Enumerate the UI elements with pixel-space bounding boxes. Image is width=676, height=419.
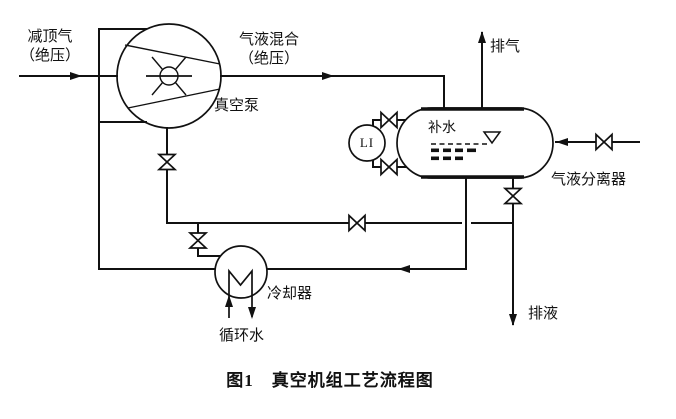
level-indicator-symbol bbox=[348, 124, 386, 162]
cooler-feed-valve-icon bbox=[187, 232, 209, 249]
figure-caption: 图1 真空机组工艺流程图 bbox=[226, 371, 434, 390]
vacuum-pump-label: 真空泵 bbox=[214, 98, 260, 114]
feed-label: 减顶气 （绝压） bbox=[10, 28, 90, 66]
cooling-water-label: 循环水 bbox=[219, 328, 265, 344]
to-cooler-arrow-icon bbox=[398, 265, 410, 273]
makeup-water-label: 补水 bbox=[428, 121, 456, 136]
vacuum-pump-symbol bbox=[116, 23, 222, 129]
vent-arrow-icon bbox=[478, 31, 486, 43]
separator-inlet-valve-icon bbox=[595, 132, 613, 152]
outlet-arrow-icon bbox=[322, 72, 334, 80]
li-bottom-valve-icon bbox=[380, 157, 398, 177]
cooler-feed-pipe bbox=[197, 222, 221, 257]
feed-label-line2: （绝压） bbox=[19, 48, 80, 64]
separator-drain-valve-icon bbox=[502, 187, 524, 205]
vent-label: 排气 bbox=[490, 39, 521, 55]
cw-out-arrow-icon bbox=[248, 307, 256, 319]
flow-arrows bbox=[70, 31, 568, 326]
valves bbox=[156, 110, 613, 249]
drain-header-valve-icon bbox=[348, 213, 366, 233]
feed-arrow-icon bbox=[70, 72, 82, 80]
separator-vessel-symbol bbox=[396, 107, 554, 179]
li-top-valve-icon bbox=[380, 110, 398, 130]
sparger-dashes bbox=[431, 148, 476, 161]
pump-outlet-label-line2: （绝压） bbox=[238, 51, 299, 67]
pump-outlet-label-line1: 气液混合 bbox=[238, 32, 299, 48]
cooler-symbol bbox=[214, 245, 268, 318]
separator-label: 气液分离器 bbox=[551, 172, 627, 188]
pump-drain-valve-icon bbox=[156, 153, 178, 171]
feed-label-line1: 减顶气 bbox=[27, 29, 73, 45]
cw-in-arrow-icon bbox=[225, 295, 233, 307]
seal-water-return-pipe bbox=[98, 28, 216, 270]
liquid-level-mark-icon bbox=[431, 131, 502, 145]
level-indicator-label: LI bbox=[359, 135, 375, 150]
drain-label: 排液 bbox=[528, 306, 559, 322]
drain-arrow-icon bbox=[509, 314, 517, 326]
cooler-label: 冷却器 bbox=[267, 286, 313, 302]
inlet-right-arrow-icon bbox=[556, 138, 568, 146]
pump-outlet-label: 气液混合 （绝压） bbox=[228, 31, 310, 69]
separator-to-cooler-pipe bbox=[266, 177, 467, 270]
